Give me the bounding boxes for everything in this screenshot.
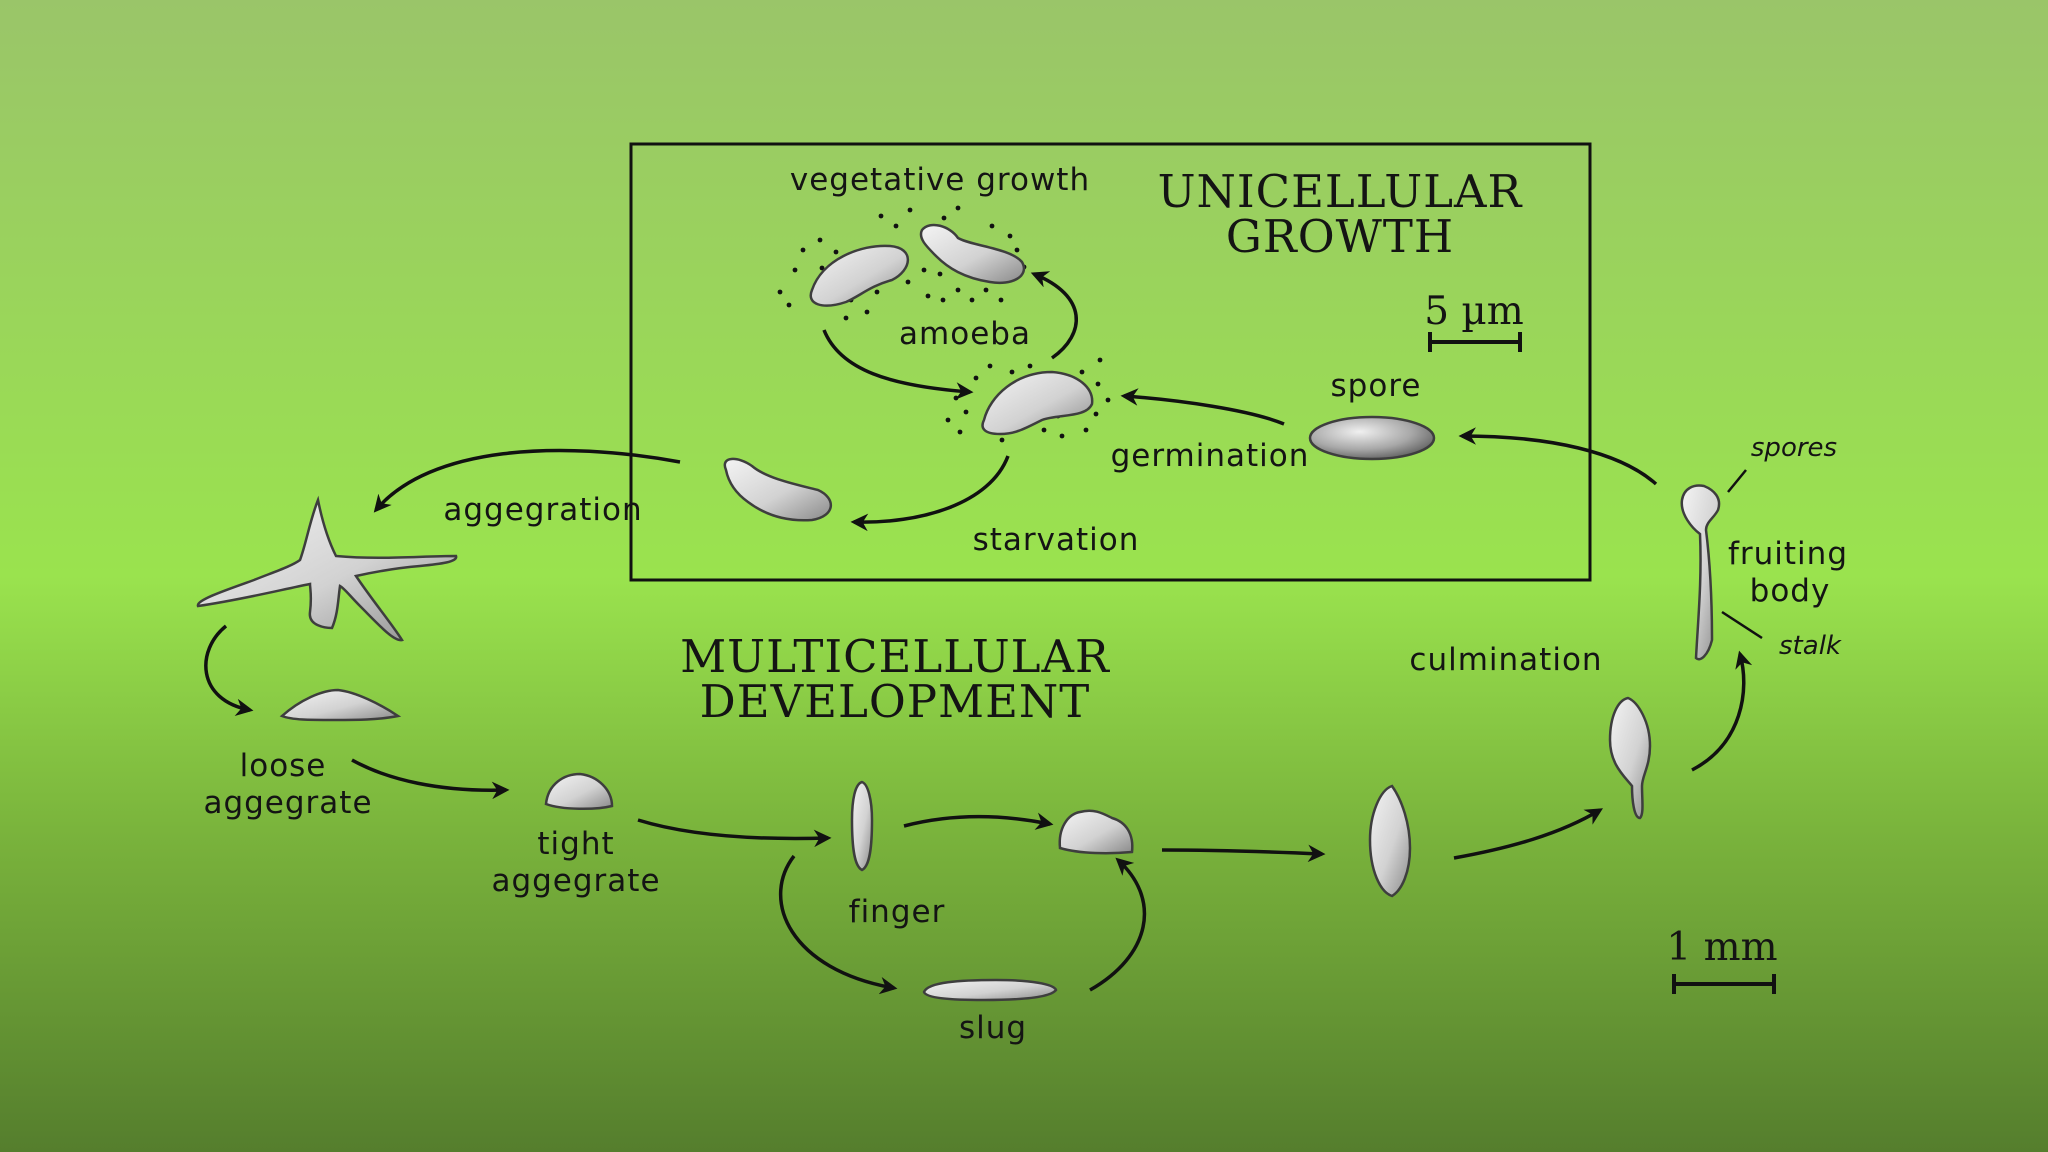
scale-label-micro: 5 µm xyxy=(1424,289,1524,334)
label-fruiting-body-2: body xyxy=(1750,573,1831,609)
label-vegetative-growth: vegetative growth xyxy=(790,162,1090,198)
label-spore: spore xyxy=(1331,368,1422,404)
starving-amoeba xyxy=(723,457,832,522)
arrow-finger-to-slug xyxy=(778,854,898,995)
label-amoeba: amoeba xyxy=(899,316,1031,352)
label-loose-aggregate-2: aggegrate xyxy=(203,785,372,821)
arrow-fruiting-to-spore xyxy=(1458,427,1658,486)
stalk-leader xyxy=(1721,610,1763,640)
label-tight-aggregate-1: tight xyxy=(537,826,614,862)
early-culmination-shape xyxy=(1368,784,1412,898)
arrow-loose-to-tight xyxy=(351,758,510,800)
label-loose-aggregate-1: loose xyxy=(240,748,327,784)
label-spores: spores xyxy=(1751,433,1837,463)
label-stalk: stalk xyxy=(1779,631,1842,661)
label-tight-aggregate-2: aggegrate xyxy=(491,863,660,899)
loose-aggregate-shape xyxy=(279,688,402,722)
arrow-slug-to-hat xyxy=(1089,857,1147,992)
label-aggegration: aggegration xyxy=(443,492,642,528)
germinating-amoeba xyxy=(981,370,1094,436)
label-starvation: starvation xyxy=(973,522,1140,558)
scale-label-macro: 1 mm xyxy=(1666,925,1777,970)
arrow-amoeba-to-germination xyxy=(822,329,974,400)
amoeba-cell-1 xyxy=(809,244,909,307)
unicellular-title-line1: UNICELLULAR xyxy=(1158,165,1523,218)
multicellular-title-line2: DEVELOPMENT xyxy=(700,675,1091,728)
fruiting-body-shape xyxy=(1680,484,1721,661)
arrow-germination-to-starvation xyxy=(850,455,1010,532)
label-slug: slug xyxy=(959,1010,1027,1046)
arrow-late-to-fruiting xyxy=(1691,650,1753,772)
mexican-hat-shape xyxy=(1058,809,1134,855)
label-germination: germination xyxy=(1111,438,1310,474)
spores-leader xyxy=(1727,469,1747,493)
scale-bar-macro xyxy=(1672,974,1776,994)
arrow-hat-to-culmination xyxy=(1161,844,1326,863)
multicellular-title-line1: MULTICELLULAR xyxy=(680,630,1110,683)
finger-shape xyxy=(850,780,874,872)
spore-cell xyxy=(1308,415,1436,461)
arrow-finger-to-hat xyxy=(903,812,1054,830)
arrow-starvation-to-aggregation xyxy=(373,448,681,513)
arrow-spore-to-germination xyxy=(1120,388,1285,426)
arrow-germination-to-amoeba xyxy=(1030,271,1078,360)
arrow-culmination-to-late xyxy=(1453,808,1604,860)
label-finger: finger xyxy=(849,894,946,930)
label-culmination: culmination xyxy=(1409,642,1602,678)
arrow-tight-to-finger xyxy=(637,818,832,848)
arrow-star-to-loose xyxy=(204,624,254,717)
unicellular-title-line2: GROWTH xyxy=(1226,210,1454,263)
tight-aggregate-shape xyxy=(544,772,614,811)
scale-bar-micro xyxy=(1428,332,1522,352)
unicellular-box xyxy=(629,142,1592,582)
amoeba-cell-2 xyxy=(919,223,1026,285)
late-culmination-shape xyxy=(1608,696,1652,820)
label-fruiting-body-1: fruiting xyxy=(1728,536,1848,572)
slug-shape xyxy=(922,978,1058,1002)
aggregation-star xyxy=(196,495,458,642)
bacteria-dots xyxy=(777,205,1111,443)
